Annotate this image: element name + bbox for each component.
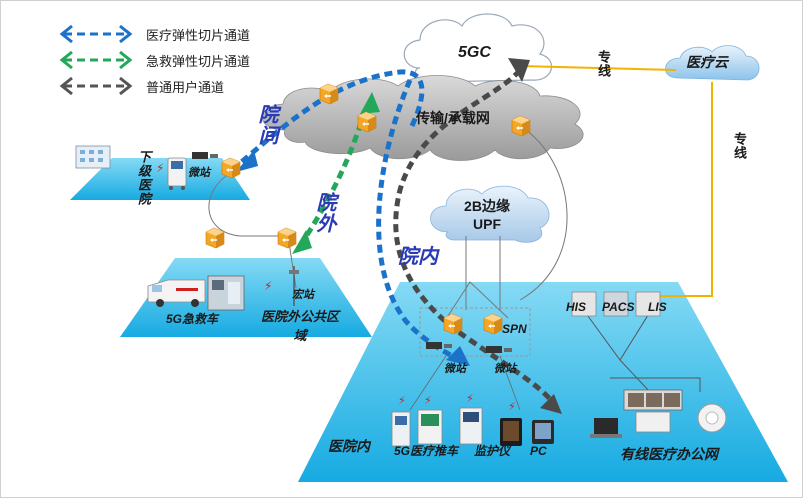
medical-slice-arrowhead [236, 150, 258, 172]
ordinary-user-channel [393, 68, 557, 407]
dedicated-line-top [519, 65, 677, 71]
label-hospital-inside: 医院内 [328, 438, 370, 454]
signal-icon: ⚡ [156, 161, 164, 175]
label-system-his: HIS [566, 300, 587, 314]
signal-icons-row: ⚡ ⚡ ⚡ ⚡ [398, 393, 516, 413]
label-edge-upf-line1: 2B边缘 [464, 198, 510, 214]
svg-text:⚡: ⚡ [424, 395, 432, 407]
ambulance-interior-icon [207, 275, 245, 311]
router-icon [205, 227, 225, 249]
label-spn: SPN [502, 322, 527, 336]
router-icon [221, 157, 241, 179]
spn-fanout [443, 281, 509, 323]
tablet-icon [500, 418, 522, 446]
label-edge-upf: 2B边缘 UPF [460, 196, 514, 232]
label-edge-upf-line2: UPF [473, 216, 501, 232]
ct-scanner-icon [697, 403, 727, 433]
svg-text:⚡: ⚡ [466, 393, 474, 405]
video-wall-icon [623, 389, 683, 433]
emergency-slice-arrowhead [360, 92, 380, 114]
svg-text:⚡: ⚡ [508, 401, 516, 413]
pc-icon [532, 420, 554, 444]
dedicated-line-right [660, 82, 713, 297]
label-dedicated-line-right: 专线 [732, 132, 747, 160]
micro-station-device-icon [486, 346, 512, 353]
monitor-device-icon [417, 409, 443, 445]
router-icon [357, 111, 377, 133]
hospital-building-icon [75, 145, 111, 169]
medical-cart-5g-icon [391, 411, 411, 447]
label-macro-station: 宏站 [292, 289, 314, 301]
label-micro-station-b: 微站 [494, 363, 516, 375]
label-wired-office: 有线医疗办公网 [620, 446, 718, 462]
medical-slice-arrowhead-inside [446, 346, 470, 366]
legend-medical: 医疗弹性切片通道 [146, 28, 251, 43]
lower-hospital-ring [208, 171, 288, 237]
label-inside: 院内 [398, 246, 438, 268]
label-system-lis: LIS [648, 300, 667, 314]
emergency-slice-arrowhead-bottom [292, 230, 312, 254]
outside-area-platform [120, 258, 372, 337]
label-system-pacs: PACS [602, 300, 635, 314]
office-lan-box [610, 377, 701, 392]
legend-arrow-emergency [59, 50, 133, 70]
macro-station-tower-icon [289, 266, 299, 306]
label-outside: 院外 [313, 192, 335, 234]
label-device-monitor: 监护仪 [474, 444, 511, 458]
micro-a-to-devices [409, 355, 447, 411]
label-inter-hospital: 院间 [255, 104, 277, 146]
label-lower-hospital: 下级医院 [136, 150, 151, 206]
legend-emergency: 急救弹性切片通道 [146, 54, 251, 69]
router-icon [511, 115, 531, 137]
legend-ordinary: 普通用户通道 [146, 80, 225, 95]
label-device-pc: PC [530, 444, 547, 458]
router-icon [483, 313, 503, 335]
medical-slice-channel-inter [230, 69, 425, 172]
micro-station-device-icon [426, 342, 452, 349]
lower-hospital-platform [70, 158, 250, 200]
label-dedicated-line-top: 专线 [596, 50, 611, 78]
label-device-cart: 5G医疗推车 [394, 444, 459, 458]
label-micro-station-a: 微站 [444, 363, 466, 375]
cloud-edge-upf [430, 185, 550, 243]
router-icon [319, 83, 339, 105]
ambulance-icon [147, 279, 206, 307]
legend-arrow-medical [59, 24, 133, 44]
ordinary-user-arrowhead-bottom [540, 394, 562, 414]
core-to-inside-ring [519, 125, 568, 301]
legend-arrow-ordinary [59, 76, 133, 96]
label-medical-cloud: 医疗云 [686, 54, 728, 70]
signal-icon: ⚡ [264, 279, 272, 293]
router-icon [277, 227, 297, 249]
patient-monitor-icon [459, 407, 483, 445]
label-micro-station-lower: 微站 [188, 167, 210, 179]
micro-station-device-icon [192, 152, 218, 159]
medical-cart-icon [167, 157, 187, 190]
inside-dashed-box [419, 307, 531, 357]
cloud-medical [665, 45, 760, 81]
router-icon [443, 313, 463, 335]
label-backhaul: 传输/承载网 [416, 110, 490, 126]
label-ambulance: 5G急救车 [166, 312, 219, 326]
label-outside-area: 医院外公共区域 [260, 309, 339, 343]
ordinary-user-arrowhead [508, 58, 530, 82]
systems-to-office [619, 359, 651, 393]
server-rack-icon [571, 291, 661, 317]
label-5gc: 5GC [458, 44, 491, 61]
svg-text:⚡: ⚡ [398, 395, 406, 407]
laptop-icon [590, 418, 622, 438]
